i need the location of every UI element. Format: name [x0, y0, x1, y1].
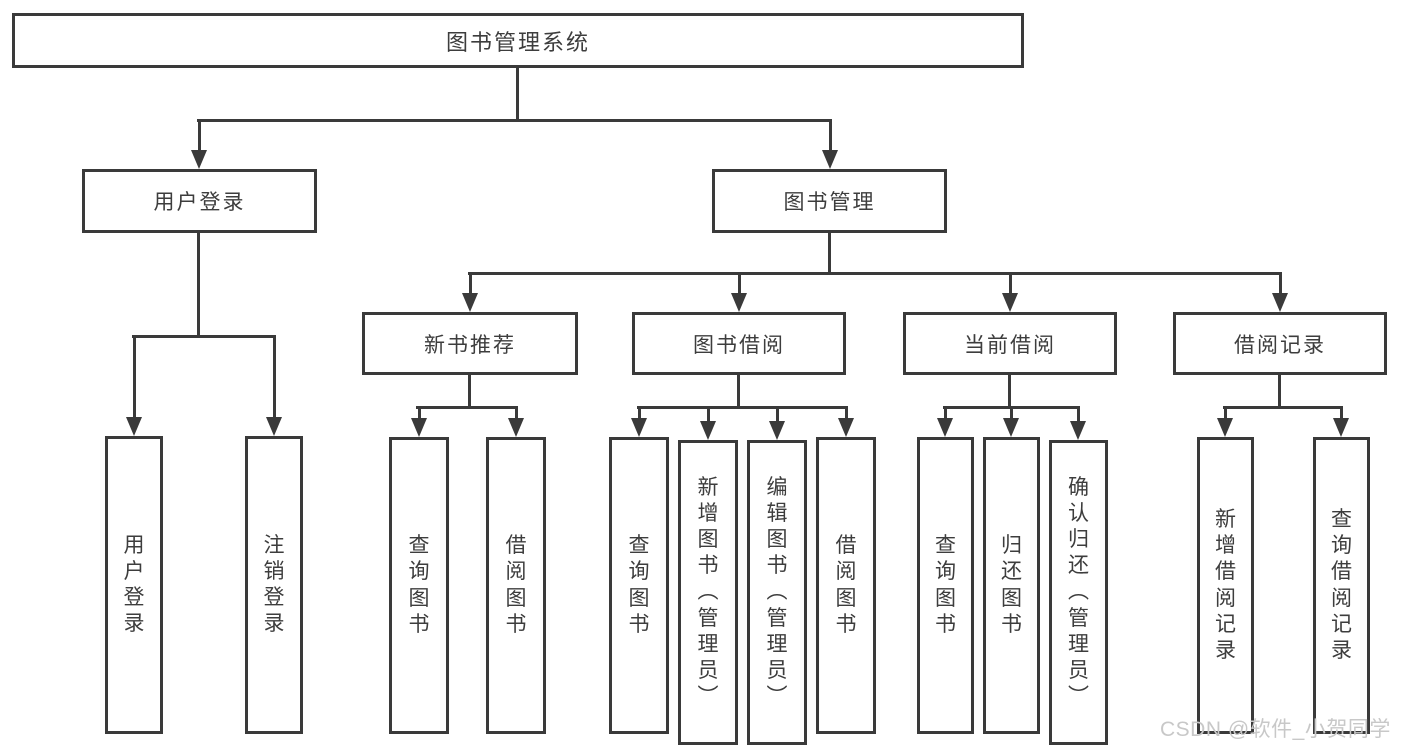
connector-stem [1008, 375, 1011, 409]
connector-book-management-stem [828, 233, 831, 275]
leaf-nbr-query-books: 查询图书 [389, 437, 449, 734]
arrow-down [1272, 272, 1288, 312]
leaf-bb-edit-books-admin-label: 编辑图书︵管理员︶ [766, 476, 788, 708]
arrow-down [822, 119, 838, 169]
leaf-bb-edit-books-admin: 编辑图书︵管理员︶ [747, 440, 807, 745]
node-book-management: 图书管理 [712, 169, 947, 233]
node-root: 图书管理系统 [12, 13, 1024, 68]
node-root-label: 图书管理系统 [445, 29, 590, 55]
leaf-br-query-record: 查询借阅记录 [1313, 437, 1370, 734]
leaf-bb-borrow-books-label: 借阅图书 [835, 534, 857, 636]
leaf-nbr-borrow-books-label: 借阅图书 [505, 534, 527, 636]
connector-rail [416, 406, 517, 409]
node-new-book-recommend-label: 新书推荐 [424, 333, 516, 357]
leaf-logout: 注销登录 [245, 436, 303, 734]
arrow-down [508, 406, 524, 437]
node-new-book-recommend: 新书推荐 [362, 312, 578, 375]
arrow-down [191, 119, 207, 169]
leaf-cb-query-books-label: 查询图书 [935, 534, 956, 636]
leaf-cb-confirm-return-admin: 确认归还︵管理员︶ [1049, 440, 1108, 745]
arrow-down [126, 335, 142, 436]
arrow-down [1217, 406, 1233, 437]
leaf-user-login: 用户登录 [105, 436, 163, 734]
node-book-borrowing: 图书借阅 [632, 312, 846, 375]
leaf-br-add-record-label: 新增借阅记录 [1215, 508, 1236, 662]
connector-stem [1278, 375, 1281, 409]
leaf-bb-borrow-books: 借阅图书 [816, 437, 876, 734]
arrow-down [700, 406, 716, 440]
leaf-cb-return-books-label: 归还图书 [1001, 534, 1022, 636]
node-current-borrowing-label: 当前借阅 [964, 333, 1056, 357]
leaf-bb-add-books-admin-label: 新增图书︵管理员︶ [697, 476, 719, 708]
leaf-cb-confirm-return-admin-label: 确认归还︵管理员︶ [1068, 476, 1089, 708]
arrow-down [769, 406, 785, 440]
leaf-bb-query-books-label: 查询图书 [628, 534, 650, 636]
csdn-watermark: CSDN @软件_小贺同学 [1160, 718, 1391, 741]
arrow-down [631, 406, 647, 437]
arrow-down [731, 272, 747, 312]
connector-level1-rail [197, 119, 831, 122]
arrow-down [838, 406, 854, 437]
arrow-down [411, 406, 427, 437]
leaf-user-login-label: 用户登录 [123, 533, 145, 636]
connector-stem [737, 375, 740, 409]
connector-rail [637, 406, 847, 409]
connector-user-login-stem [197, 233, 200, 338]
node-book-borrowing-label: 图书借阅 [693, 333, 785, 357]
arrow-down [1333, 406, 1349, 437]
connector-rail [1223, 406, 1343, 409]
arrow-down [1070, 406, 1086, 440]
node-borrowing-records-label: 借阅记录 [1234, 333, 1326, 357]
leaf-nbr-borrow-books: 借阅图书 [486, 437, 546, 734]
leaf-bb-query-books: 查询图书 [609, 437, 669, 734]
node-book-management-label: 图书管理 [783, 191, 876, 214]
leaf-nbr-query-books-label: 查询图书 [408, 534, 430, 636]
connector-root-stem [516, 68, 519, 122]
arrow-down [937, 406, 953, 437]
arrow-down [266, 335, 282, 436]
leaf-br-add-record: 新增借阅记录 [1197, 437, 1254, 734]
node-borrowing-records: 借阅记录 [1173, 312, 1387, 375]
leaf-bb-add-books-admin: 新增图书︵管理员︶ [678, 440, 738, 745]
connector-level2-rail [468, 272, 1280, 275]
leaf-cb-query-books: 查询图书 [917, 437, 974, 734]
arrow-down [1002, 272, 1018, 312]
node-user-login: 用户登录 [82, 169, 317, 233]
leaf-br-query-record-label: 查询借阅记录 [1331, 508, 1352, 662]
arrow-down [1003, 406, 1019, 437]
arrow-down [462, 272, 478, 312]
leaf-cb-return-books: 归还图书 [983, 437, 1040, 734]
connector-stem [468, 375, 471, 409]
node-current-borrowing: 当前借阅 [903, 312, 1117, 375]
connector-user-login-rail [132, 335, 276, 338]
node-user-login-label: 用户登录 [153, 191, 246, 214]
leaf-logout-label: 注销登录 [263, 533, 285, 636]
